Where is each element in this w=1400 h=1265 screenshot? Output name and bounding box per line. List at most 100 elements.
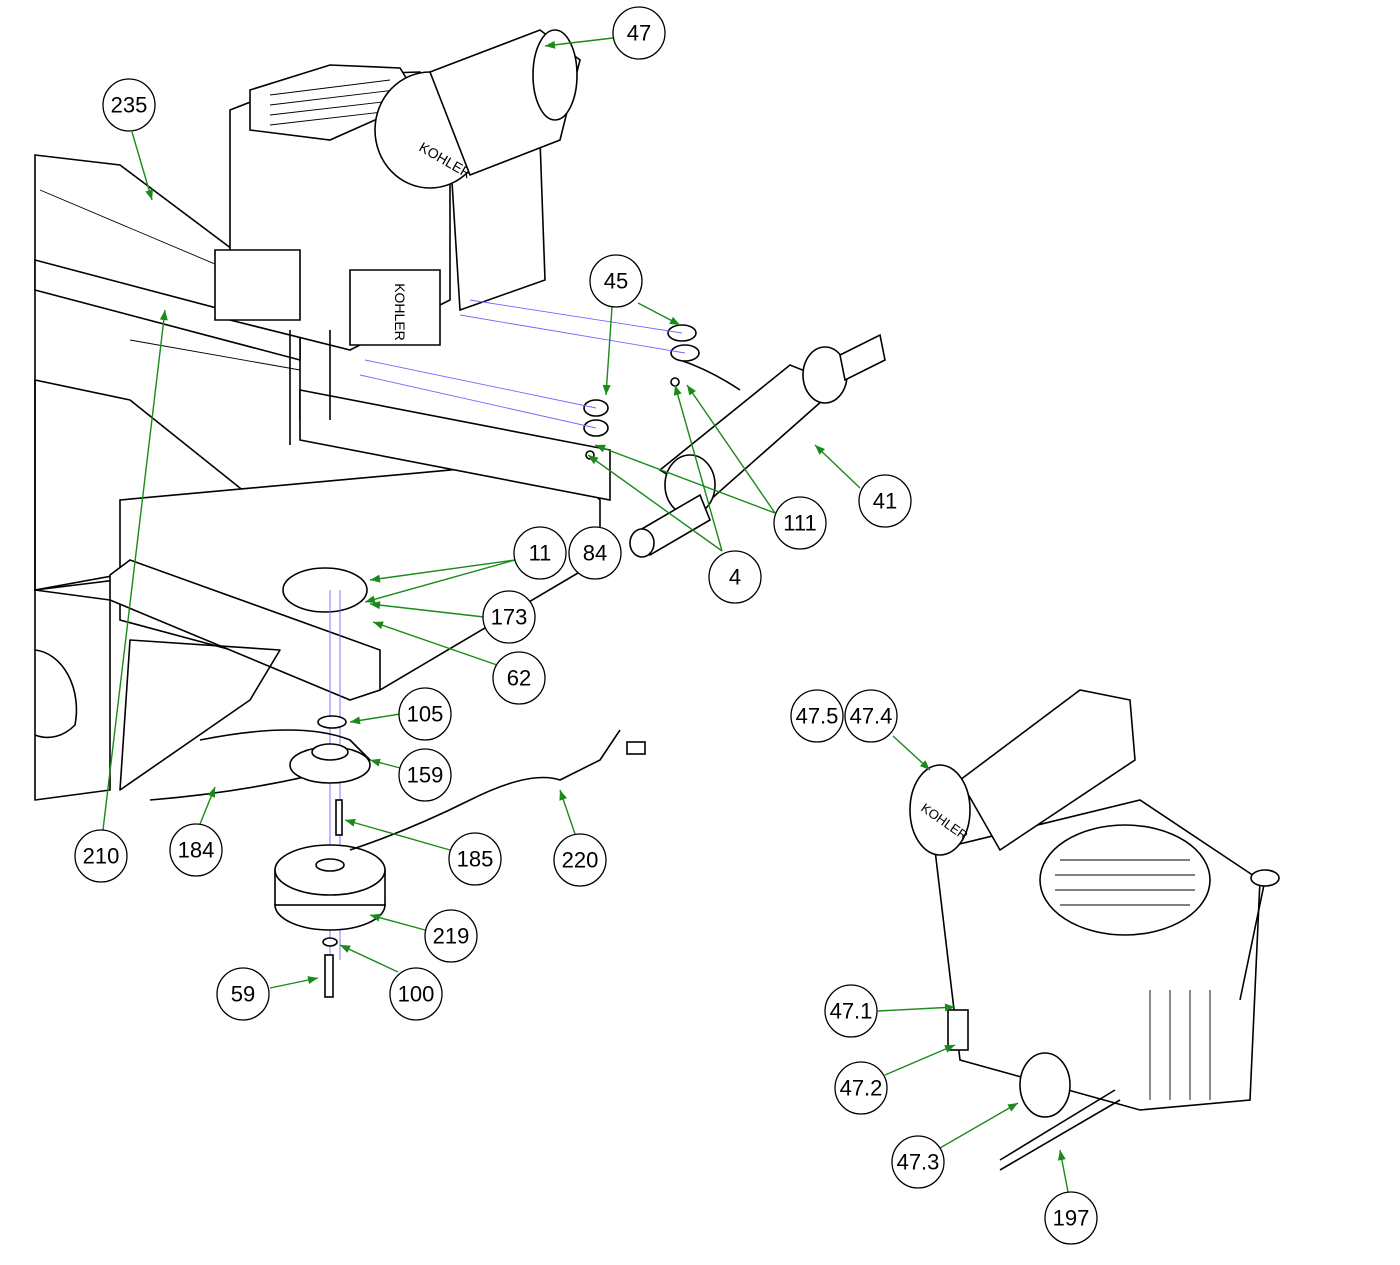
callout-47-5: 47.5 — [790, 689, 844, 743]
arrowhead-icon — [350, 716, 361, 725]
arrowhead-icon — [207, 787, 215, 798]
callout-47-4: 47.4 — [844, 689, 898, 743]
callout-circle — [773, 496, 827, 550]
callout-number: 185 — [457, 847, 494, 872]
arrowhead-icon — [545, 40, 556, 49]
callout-circle — [216, 967, 270, 1021]
arrowhead-icon — [588, 455, 599, 465]
engine-detail-view: KOHLER — [909, 689, 1280, 1171]
callout-number: 47.5 — [796, 704, 839, 729]
callout-219: 219 — [424, 909, 478, 963]
callout-circle — [513, 526, 567, 580]
leader-line-11 — [364, 559, 516, 603]
leader-line-47 — [544, 37, 614, 47]
callout-circle — [834, 1061, 888, 1115]
callout-number: 235 — [111, 93, 148, 118]
callout-47-3: 47.3 — [891, 1135, 945, 1189]
mower-frame — [34, 154, 611, 801]
callout-number: 47.1 — [830, 999, 873, 1024]
arrowhead-icon — [340, 945, 351, 953]
arrowhead-icon — [1057, 1150, 1066, 1161]
leader-line-111 — [686, 384, 776, 514]
arrowhead-icon — [345, 818, 356, 827]
arrowhead-icon — [602, 384, 611, 395]
arrowhead-icon — [687, 385, 696, 396]
callout-number: 45 — [604, 269, 628, 294]
leader-line-62 — [372, 621, 498, 666]
callout-number: 105 — [407, 702, 444, 727]
leader-line-111 — [594, 444, 776, 514]
arrowhead-icon — [365, 595, 376, 604]
muffler-assembly — [359, 299, 886, 558]
callout-173: 173 — [482, 590, 536, 644]
callout-number: 84 — [583, 541, 607, 566]
callout-235: 235 — [102, 78, 156, 132]
callout-circle — [169, 823, 223, 877]
arrowhead-icon — [370, 574, 381, 583]
callout-number: 47 — [627, 21, 651, 46]
arrowhead-icon — [373, 621, 384, 630]
callout-circle — [102, 78, 156, 132]
callout-number: 100 — [398, 982, 435, 1007]
callout-number: 219 — [433, 924, 470, 949]
callout-220: 220 — [553, 833, 607, 887]
callout-number: 159 — [407, 763, 444, 788]
arrowhead-icon — [559, 790, 568, 801]
callout-circle — [398, 748, 452, 802]
callout-number: 41 — [873, 489, 897, 514]
callout-circle — [492, 651, 546, 705]
callout-number: 47.2 — [840, 1076, 883, 1101]
leader-line-4 — [587, 454, 723, 552]
arrowhead-icon — [307, 976, 318, 984]
callout-circle — [708, 550, 762, 604]
arrowhead-icon — [370, 913, 381, 922]
callout-circle — [790, 689, 844, 743]
leader-line-4 — [674, 384, 723, 552]
callout-number: 210 — [83, 844, 120, 869]
arrowhead-icon — [159, 310, 168, 321]
arrowhead-icon — [370, 601, 381, 610]
callout-84: 84 — [568, 526, 622, 580]
leader-line-47.3 — [939, 1102, 1019, 1149]
callout-47-2: 47.2 — [834, 1061, 888, 1115]
callout-circle — [824, 984, 878, 1038]
arrowhead-icon — [919, 760, 930, 770]
callout-circle — [398, 687, 452, 741]
callout-number: 47.4 — [850, 704, 893, 729]
callout-47-1: 47.1 — [824, 984, 878, 1038]
leader-line-47.2 — [884, 1044, 956, 1076]
leader-line-173 — [369, 603, 485, 618]
callout-circle — [858, 474, 912, 528]
callout-circle — [74, 829, 128, 883]
arrowhead-icon — [815, 445, 825, 455]
callout-185: 185 — [448, 832, 502, 886]
callout-number: 197 — [1053, 1206, 1090, 1231]
callout-59: 59 — [216, 967, 270, 1021]
callout-number: 184 — [178, 838, 215, 863]
callout-circle — [891, 1135, 945, 1189]
callout-circle — [448, 832, 502, 886]
arrowhead-icon — [669, 316, 680, 325]
callout-circle — [589, 254, 643, 308]
leader-lines — [102, 37, 1069, 1193]
callout-159: 159 — [398, 748, 452, 802]
leader-line-235 — [131, 131, 153, 201]
callout-41: 41 — [858, 474, 912, 528]
callout-number: 59 — [231, 982, 255, 1007]
callout-number: 220 — [562, 848, 599, 873]
callout-number: 62 — [507, 666, 531, 691]
leader-line-11 — [369, 559, 516, 581]
callout-100: 100 — [389, 967, 443, 1021]
callout-62: 62 — [492, 651, 546, 705]
callout-number: 111 — [783, 511, 816, 536]
arrowhead-icon — [944, 1045, 955, 1053]
callout-111: 111 — [773, 496, 827, 550]
callout-number: 11 — [529, 541, 552, 566]
callout-circle — [389, 967, 443, 1021]
callout-105: 105 — [398, 687, 452, 741]
callout-number: 4 — [729, 565, 741, 590]
leader-line-45 — [605, 306, 613, 396]
callout-circle — [612, 6, 666, 60]
